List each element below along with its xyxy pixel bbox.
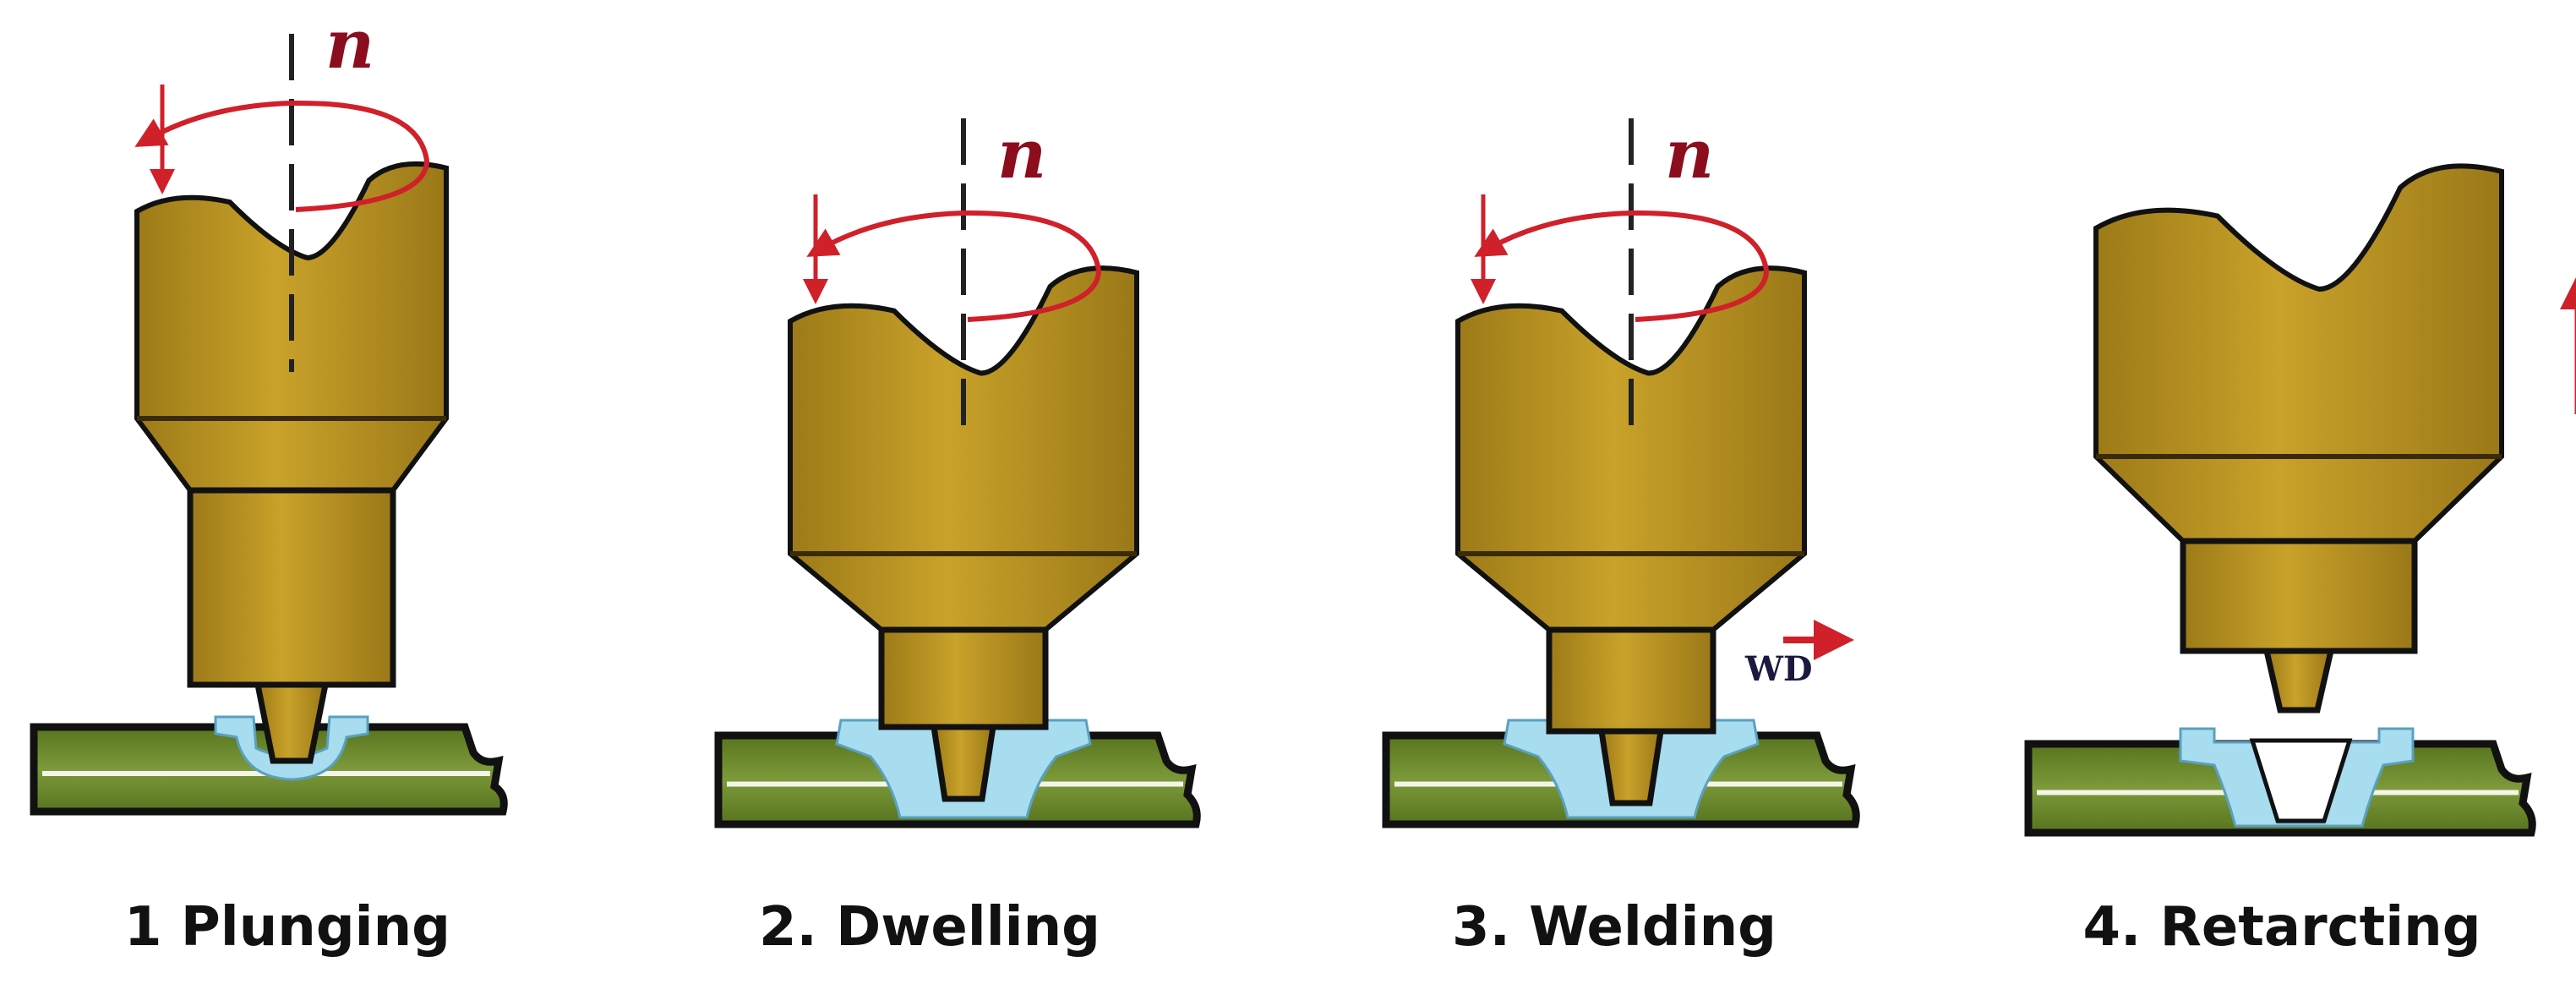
tool-shoulder	[187, 487, 396, 688]
fsspw-tool	[1455, 265, 1807, 806]
rotation-speed-label: n	[1665, 114, 1714, 194]
stage-4-label: 4. Retarcting	[2082, 896, 2481, 959]
tool-shoulder	[878, 626, 1049, 730]
stage-1: n	[30, 4, 508, 816]
stage-3: nWD	[1382, 114, 1860, 828]
tool-body	[2093, 163, 2504, 544]
stage-2: n	[714, 114, 1201, 828]
stage-2-label: 2. Dwelling	[759, 896, 1100, 959]
stage-4	[2024, 163, 2576, 837]
fsspw-tool	[2093, 163, 2504, 713]
tool-shoulder	[1546, 626, 1716, 735]
tool-pin	[1597, 728, 1665, 806]
rotation-arrow-icon	[806, 210, 1102, 322]
welding-direction-label: WD	[1744, 649, 1813, 689]
rotation-speed-label: n	[325, 4, 374, 84]
tool-pin	[930, 724, 997, 802]
fsspw-tool	[788, 265, 1139, 802]
keyhole	[2249, 738, 2353, 823]
tool-shoulder	[2180, 538, 2418, 654]
stage-3-label: 3. Welding	[1452, 896, 1776, 959]
rotation-speed-label: n	[997, 114, 1046, 194]
rotation-arrow-icon	[1474, 210, 1770, 322]
tool-pin	[254, 681, 330, 764]
rotation-arrow-icon	[134, 100, 430, 212]
tool-pin	[2262, 648, 2335, 713]
stage-1-label: 1 Plunging	[124, 896, 450, 959]
